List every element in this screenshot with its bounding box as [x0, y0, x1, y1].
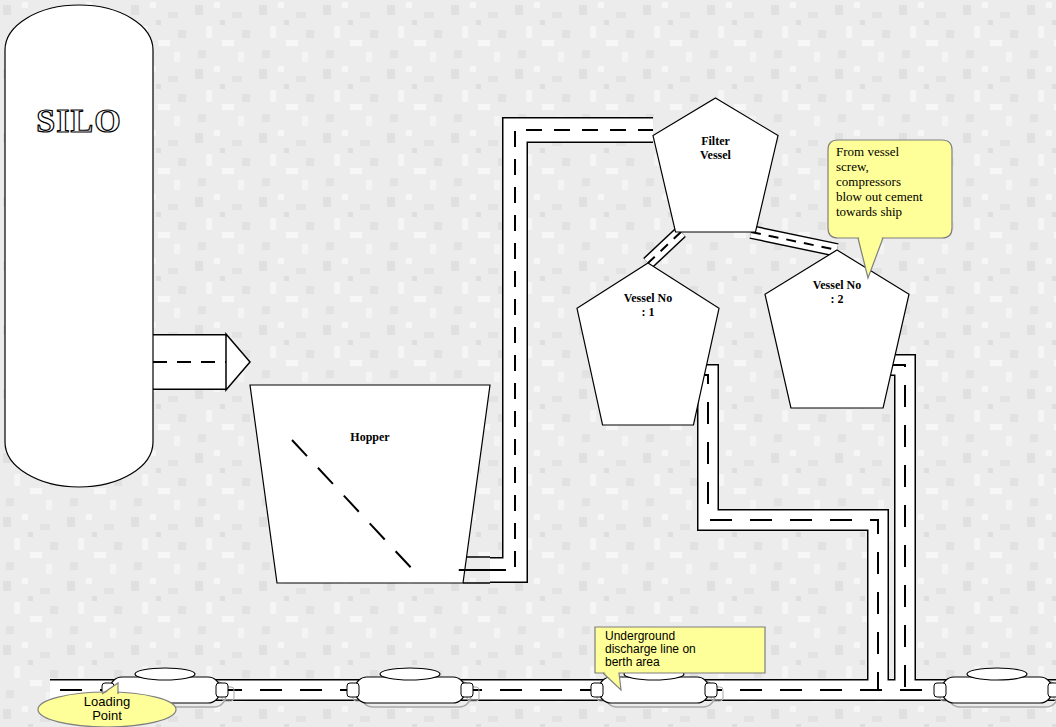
callout-note: Underground discharge line on berth area	[595, 627, 765, 673]
vessel-outline	[765, 250, 909, 408]
hopper-label: Hopper	[350, 430, 389, 444]
filter-vessel-label: Filter Vessel	[689, 134, 743, 162]
coupling-body	[942, 677, 1052, 703]
hopper-outlet-dash	[459, 569, 490, 571]
text-holder: From vessel screw, compressors blow out …	[836, 144, 926, 219]
callout-note-label: Underground discharge line on berth area	[605, 630, 711, 669]
callout-pointer	[603, 673, 621, 690]
callout-note: Loading Point	[38, 692, 176, 727]
coupling-body	[355, 677, 465, 703]
vessel-shape	[577, 263, 719, 425]
filter-vessel: Filter Vessel	[653, 98, 778, 232]
coupling-end	[934, 683, 946, 697]
callout-pointer	[858, 238, 883, 278]
callout-pointer	[102, 683, 118, 694]
text-holder: Vessel No : 1	[577, 291, 719, 319]
pipe-outer	[153, 334, 226, 390]
text-holder: Loading Point	[38, 695, 176, 723]
pipe-outer	[648, 232, 681, 263]
vessel: Vessel No : 2	[765, 250, 909, 408]
hose-coupling	[591, 668, 723, 707]
coupling-end	[347, 683, 359, 697]
vessel-shape	[765, 250, 909, 408]
callout-note-label: From vessel screw, compressors blow out …	[836, 144, 926, 219]
pipe-inner	[751, 232, 837, 250]
callout-note-shape	[828, 140, 952, 238]
hopper-flow-dash	[292, 440, 415, 572]
callout-note-label: Loading Point	[75, 695, 139, 723]
hopper-outlet	[467, 556, 490, 558]
callout-pointer-patch	[103, 683, 118, 696]
silo-label: SILO	[36, 101, 121, 141]
pipe-connector	[153, 334, 250, 390]
silo-outline	[5, 5, 153, 487]
hose-coupling	[347, 668, 479, 707]
coupling-cap	[380, 668, 440, 680]
coupling-end	[461, 683, 473, 697]
discharge-pipes	[50, 365, 1056, 690]
coupling-end	[1048, 683, 1056, 697]
coupling-end	[705, 683, 717, 697]
pipe-inner	[648, 232, 681, 263]
hose-coupling	[934, 668, 1056, 707]
filter-vessel-outline	[653, 98, 778, 232]
vessel-label: Vessel No : 1	[621, 291, 675, 319]
vessel: Vessel No : 1	[577, 263, 719, 425]
hopper-outline	[250, 360, 490, 586]
text-holder: Hopper	[250, 430, 490, 444]
coupling-end	[216, 683, 228, 697]
vessel-label: Vessel No : 2	[810, 278, 864, 306]
pipe-connector	[751, 232, 837, 250]
text-holder: SILO	[5, 101, 153, 141]
callout-note: From vessel screw, compressors blow out …	[828, 140, 952, 238]
coupling-cap	[135, 668, 195, 680]
pipe-inner	[153, 336, 226, 389]
pipe-connector	[648, 232, 681, 263]
pipe-flow-dash	[153, 361, 226, 363]
hopper-shape	[250, 385, 490, 583]
coupling-end	[591, 683, 603, 697]
vessel2-pipe-dash	[885, 365, 905, 690]
callout-note-shape	[595, 627, 765, 673]
filter-vessel-shape	[653, 98, 778, 232]
vessel-outline	[577, 263, 719, 425]
coupling-cap	[967, 668, 1027, 680]
callout-pointer-patch	[604, 672, 621, 691]
hopper-outlet	[463, 582, 490, 584]
text-holder: Filter Vessel	[653, 134, 778, 162]
callout-pointer-patch	[859, 237, 882, 279]
pipe-flow-dash	[648, 232, 681, 263]
arrow-head	[226, 334, 250, 390]
text-holder: Underground discharge line on berth area	[605, 630, 711, 669]
silo: SILO	[5, 5, 153, 487]
text-holder: Vessel No : 2	[765, 278, 909, 306]
pipe-outer	[751, 232, 837, 250]
silo-shape	[5, 5, 153, 487]
callout-note-shape	[38, 692, 176, 727]
hopper: Hopper	[250, 360, 490, 586]
pipe-flow-dash	[751, 232, 837, 250]
